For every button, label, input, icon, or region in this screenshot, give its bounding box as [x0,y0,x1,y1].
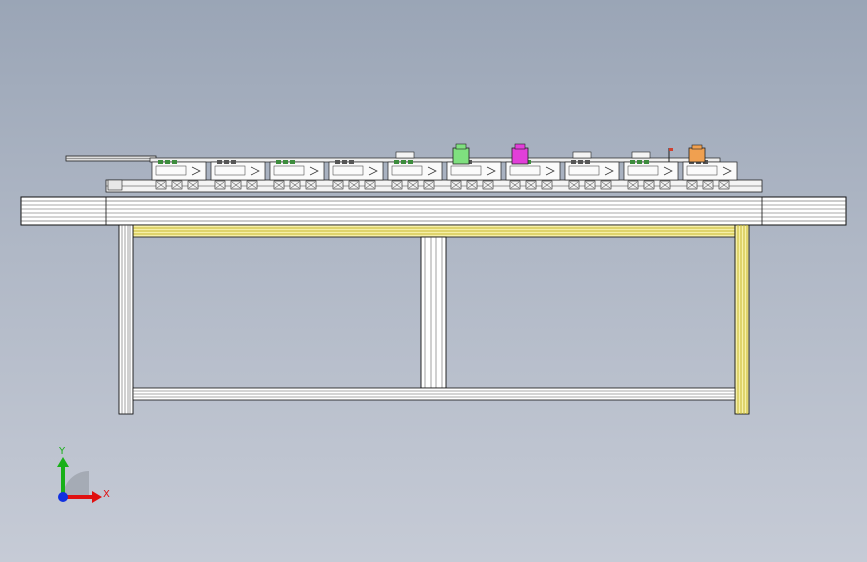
fixture-unit [328,160,384,190]
upper-crossbeam [132,224,736,238]
fixture-units [107,151,738,191]
fixture-unit [387,151,443,190]
middle-leg [420,236,447,389]
right-leg [734,224,750,415]
fixture-unit [446,160,502,190]
fixture-unit [505,160,561,190]
z-axis-dot [58,492,68,502]
x-axis-label: X [103,489,110,500]
fixture-unit [682,160,738,190]
table-top [20,196,847,226]
lower-crossbeam [132,387,736,401]
fixture-unit [564,151,620,190]
small-flag [668,148,673,162]
top-guide-rail [65,155,157,162]
y-axis-label: Y [58,446,66,457]
triad-plane-indicator [63,471,89,497]
orange-fixture [688,144,706,163]
fixture-unit [210,160,266,190]
magenta-fixture [511,143,529,165]
fixture-unit [151,160,207,190]
fixture-unit [269,160,325,190]
end-stop-block [107,179,123,191]
coordinate-triad: Y X [57,446,110,503]
left-leg [118,224,134,415]
fixture-unit [623,151,679,190]
green-fixture [452,143,470,165]
